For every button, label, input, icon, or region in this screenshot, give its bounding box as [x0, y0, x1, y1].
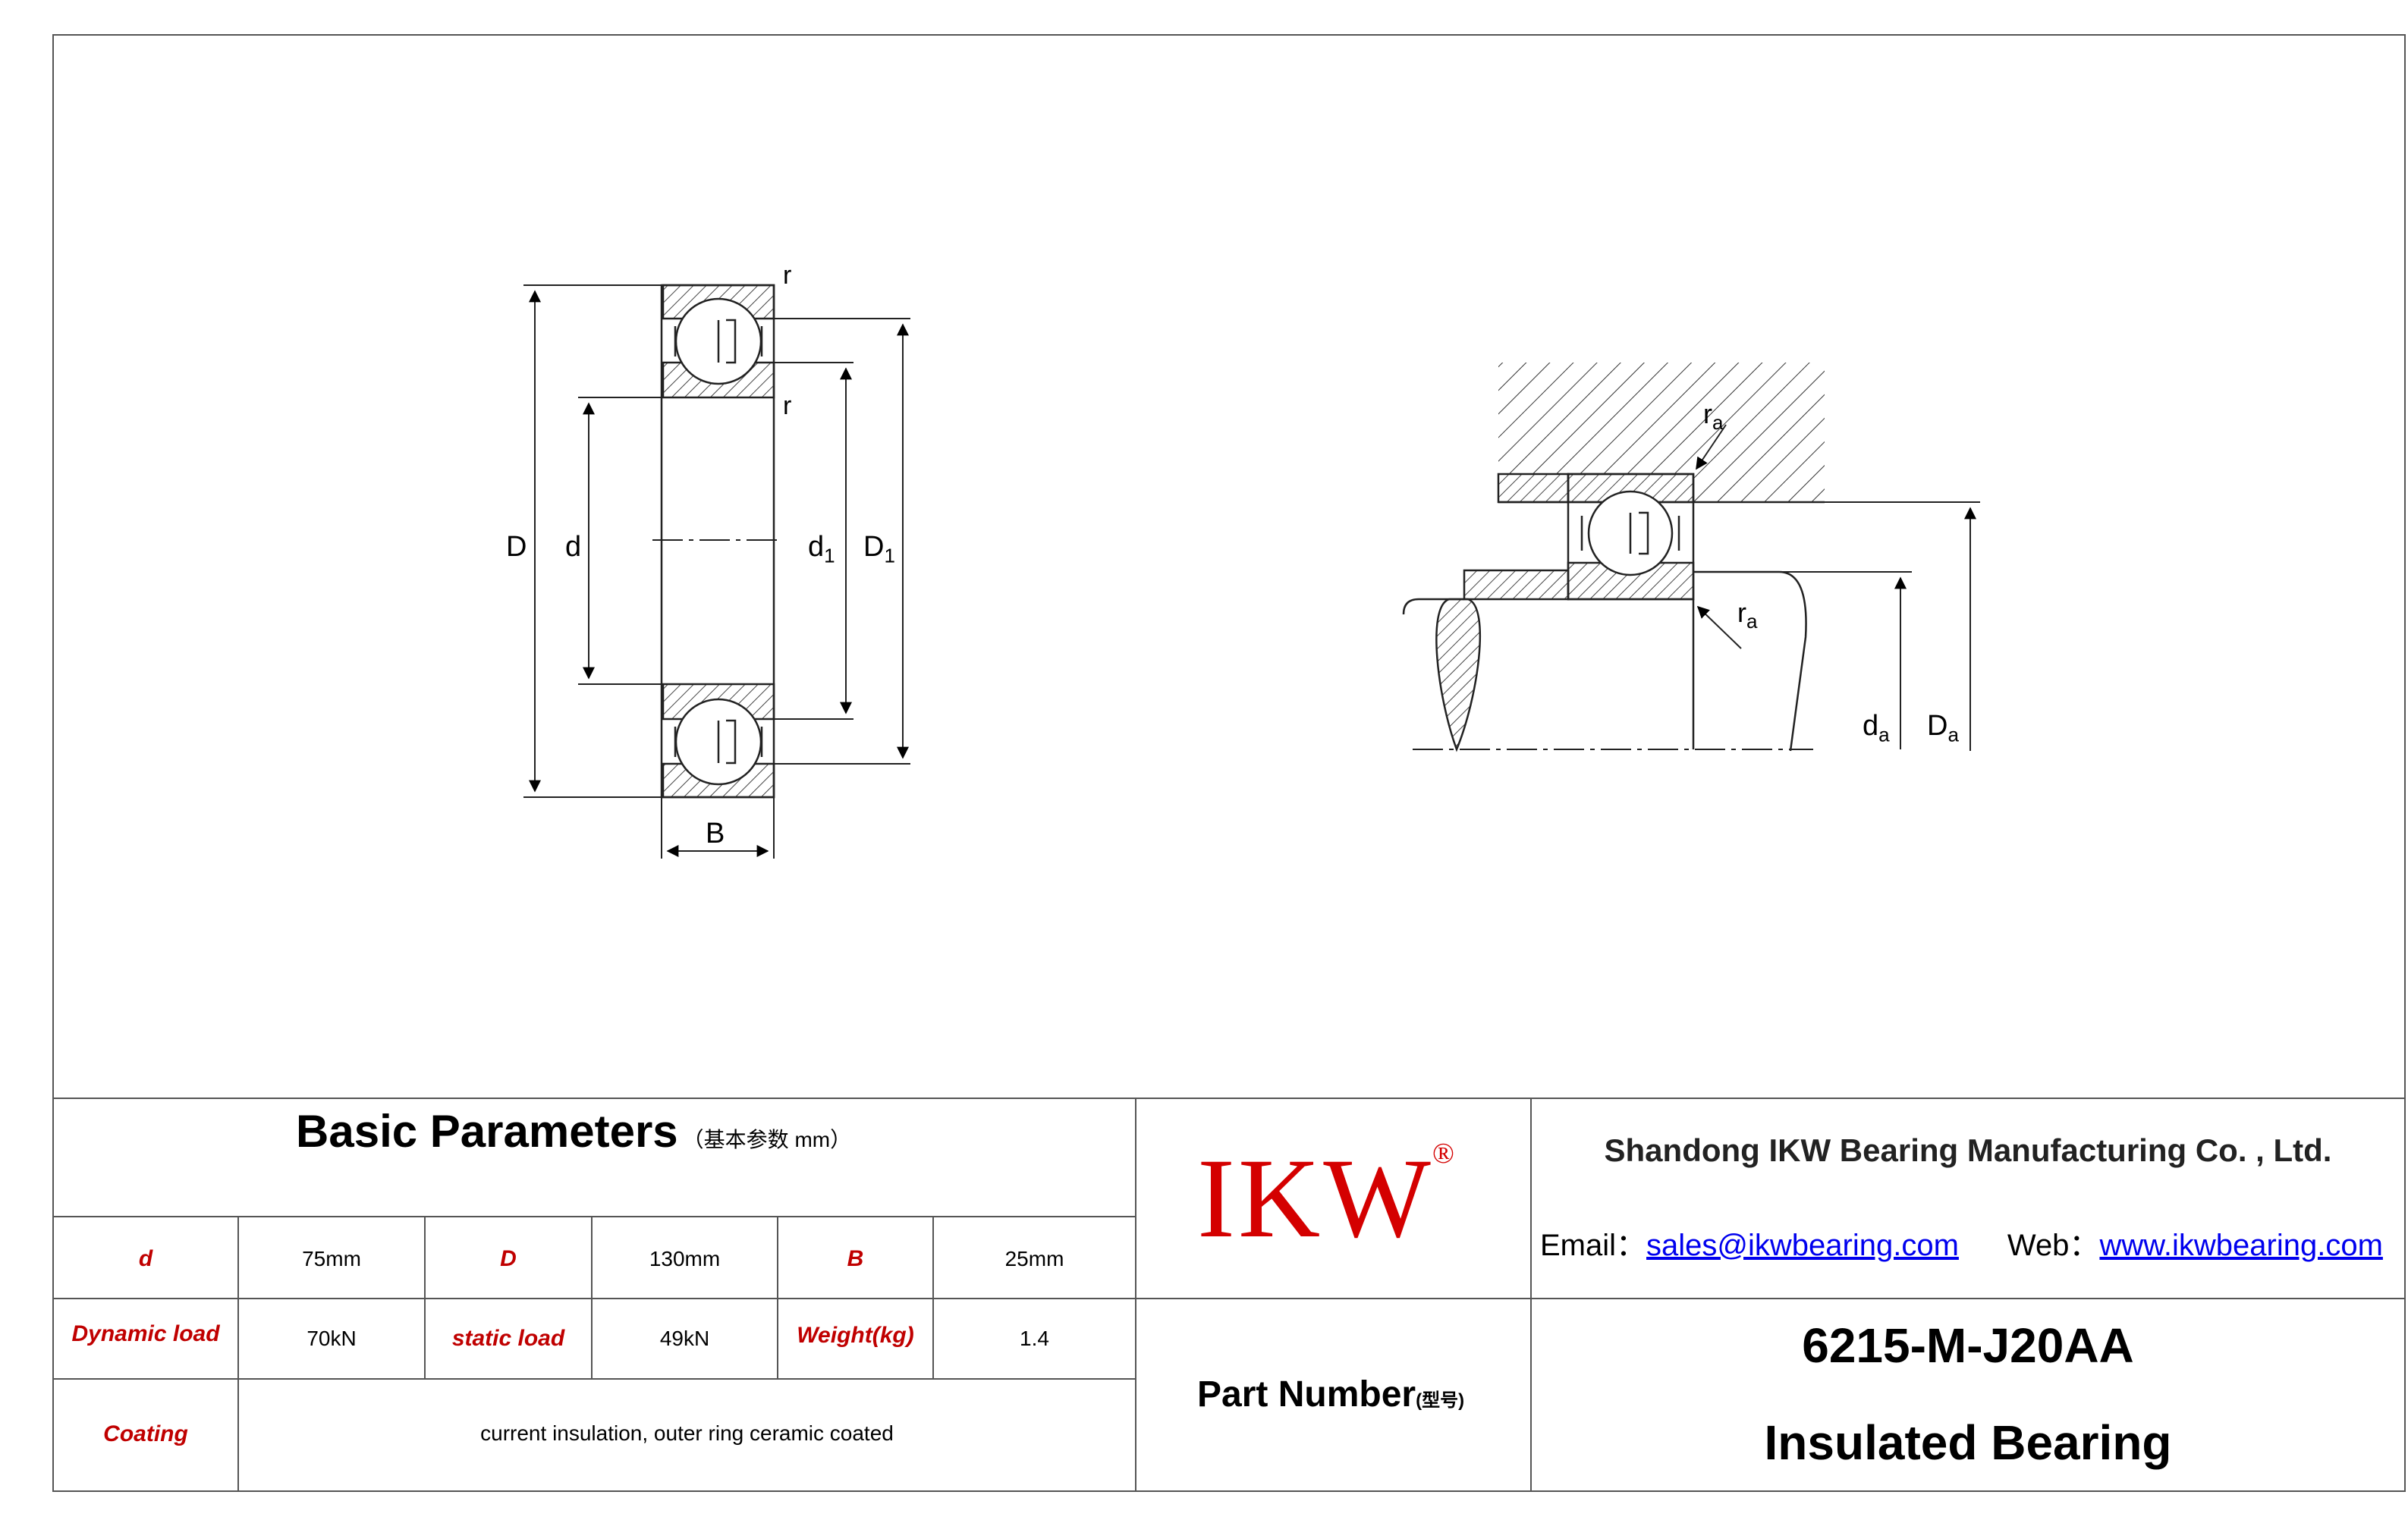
email-label: Email： [1540, 1229, 1647, 1262]
sheet-border [52, 34, 2406, 1492]
company-name: Shandong IKW Bearing Manufacturing Co. ,… [1604, 1132, 2332, 1168]
website-link[interactable]: www.ikwbearing.com [2099, 1229, 2383, 1262]
left-dimensions [523, 284, 910, 859]
param-label-weight: Weight(kg) [797, 1323, 914, 1348]
label-d1-sub: 1 [824, 544, 835, 567]
label-ra-top-main: r [1703, 398, 1712, 429]
param-value-D: 130mm [649, 1247, 721, 1270]
label-r-mid: r [783, 391, 792, 420]
label-D1: D1 [863, 532, 895, 566]
mounting-detail [1402, 363, 1825, 752]
param-value-weight: 1.4 [1020, 1327, 1049, 1350]
label-d1: d1 [808, 532, 835, 566]
param-value-static-load: 49kN [659, 1327, 710, 1350]
param-label-coating: Coating [103, 1421, 188, 1446]
ikw-logo: IKW [1197, 1135, 1434, 1261]
label-r-top: r [783, 261, 792, 290]
param-label-static-load: static load [451, 1326, 565, 1351]
registered-mark: ® [1432, 1138, 1454, 1170]
label-B: B [706, 818, 725, 850]
bearing-cross-section [652, 284, 781, 799]
product-type: Insulated Bearing [1764, 1415, 2172, 1470]
email-link[interactable]: sales@ikwbearing.com [1646, 1229, 1959, 1262]
label-d1-main: d [808, 531, 825, 563]
part-number-label-text: Part Number [1197, 1374, 1416, 1415]
label-d: d [565, 531, 582, 563]
param-value-B: 25mm [1004, 1247, 1064, 1270]
label-ra-top-sub: a [1712, 411, 1724, 435]
label-D1-main: D [863, 531, 885, 563]
param-value-d: 75mm [302, 1247, 361, 1270]
part-number-value: 6215-M-J20AA [1802, 1318, 2134, 1373]
label-da-main: d [1863, 710, 1879, 742]
label-da-sub: a [1878, 723, 1890, 746]
label-Da-main: D [1927, 710, 1948, 742]
params-title: Basic Parameters（基本参数 mm） [296, 1109, 851, 1154]
label-da: da [1863, 711, 1890, 745]
web-label: Web： [2007, 1229, 2100, 1262]
label-Da: Da [1927, 711, 1959, 745]
label-ra-top: ra [1703, 398, 1724, 435]
param-label-B: B [847, 1246, 864, 1271]
param-value-coating: current insulation, outer ring ceramic c… [480, 1421, 894, 1445]
params-title-note: （基本参数 mm） [682, 1128, 852, 1151]
label-D1-sub: 1 [884, 544, 895, 567]
param-label-D: D [500, 1246, 517, 1271]
label-ra-bot-main: r [1737, 597, 1746, 628]
param-value-dynamic-load: 70kN [307, 1327, 357, 1350]
params-title-text: Basic Parameters [296, 1106, 678, 1157]
right-dimensions [1696, 424, 1980, 751]
param-label-dynamic-load: Dynamic load [71, 1321, 220, 1346]
label-ra-bot: ra [1737, 597, 1758, 633]
label-ra-bot-sub: a [1746, 610, 1758, 633]
label-Da-sub: a [1947, 723, 1959, 746]
part-number-note: (型号) [1416, 1390, 1465, 1411]
label-D: D [506, 531, 527, 563]
param-label-d: d [138, 1246, 153, 1271]
company-contact: Email：sales@ikwbearing.com Web：www.ikwbea… [1540, 1230, 2383, 1261]
part-number-label: Part Number(型号) [1197, 1377, 1464, 1413]
